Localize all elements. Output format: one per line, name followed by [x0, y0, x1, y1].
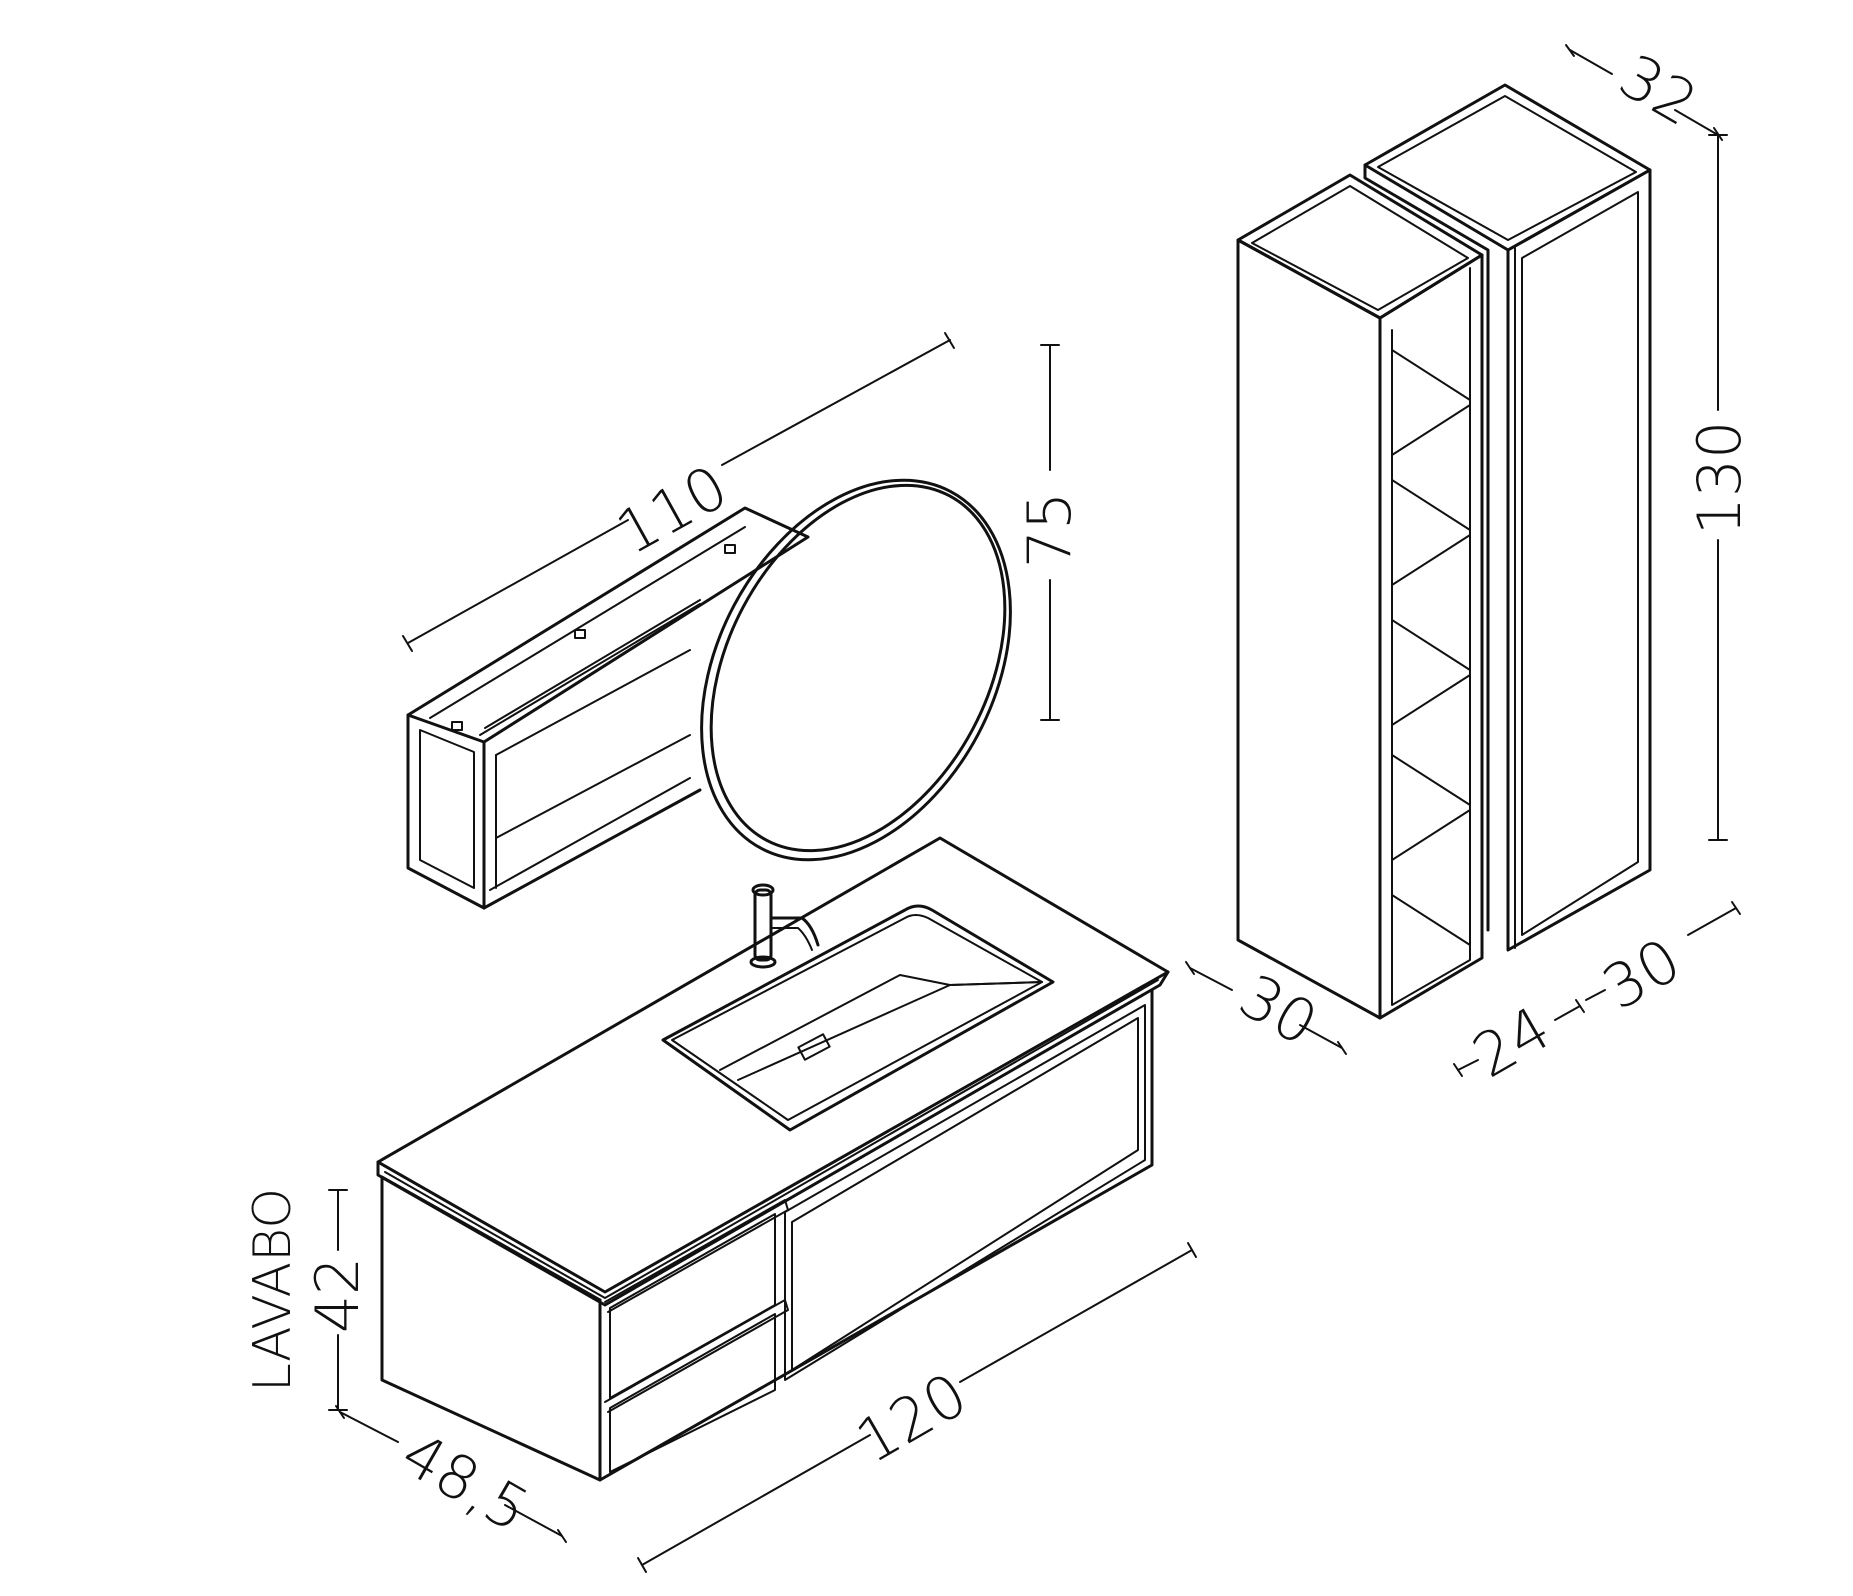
label-column-middle-width: 24 — [1461, 993, 1562, 1092]
dim-vanity-depth: 48,5 — [335, 1405, 567, 1546]
label-mirror-height: 75 — [1015, 492, 1085, 568]
dim-column-middle-width: 24 — [1453, 993, 1585, 1092]
dim-column-depth: 32 — [1565, 41, 1723, 141]
dim-vanity-height: 42 LAVABO — [243, 1188, 373, 1411]
dim-column-left-width: 30 — [1185, 961, 1347, 1060]
tall-column-open — [1236, 173, 1484, 1020]
label-vanity-name: LAVABO — [243, 1188, 303, 1392]
label-column-height: 130 — [1685, 421, 1755, 536]
wall-shelf — [406, 506, 810, 910]
label-column-right-width: 30 — [1591, 925, 1692, 1024]
dim-vanity-width: 120 — [637, 1242, 1197, 1573]
vanity-unit — [376, 836, 1170, 1482]
dim-column-right-width: 30 — [1585, 901, 1741, 1024]
dim-mirror-height: 75 — [1015, 344, 1085, 721]
label-vanity-depth: 48,5 — [390, 1419, 541, 1546]
label-vanity-height: 42 — [303, 1257, 373, 1333]
label-column-depth: 32 — [1607, 41, 1708, 140]
label-column-left-width: 30 — [1227, 961, 1328, 1060]
label-vanity-width: 120 — [845, 1360, 979, 1478]
tall-column-door — [1363, 83, 1652, 952]
dim-column-height: 130 — [1685, 134, 1755, 841]
round-mirror — [700, 478, 1012, 862]
